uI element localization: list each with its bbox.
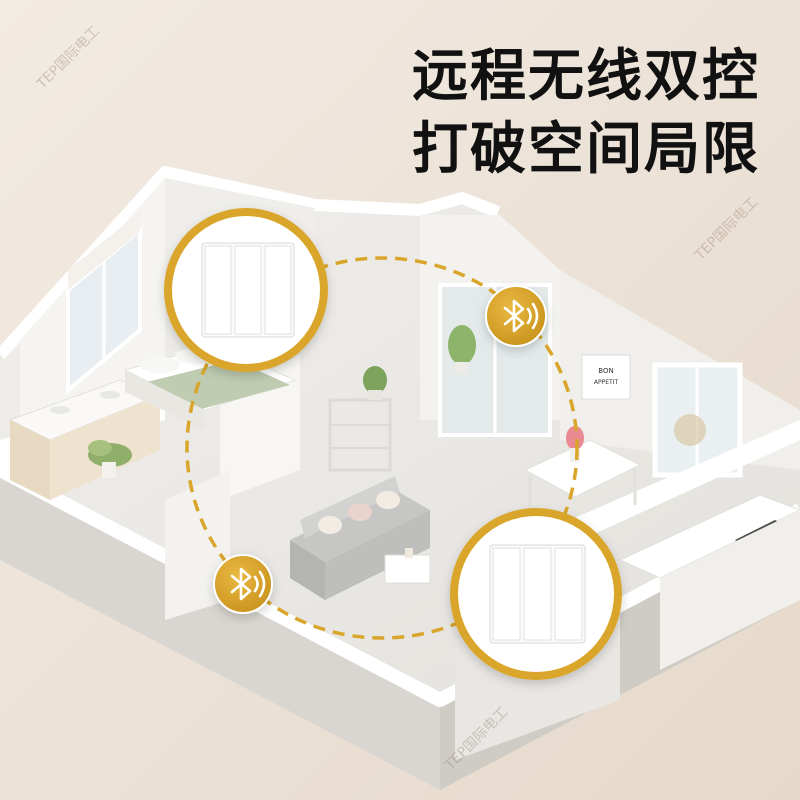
window-dining xyxy=(652,362,743,478)
window-bedroom xyxy=(66,212,142,395)
three-gang-switch-icon xyxy=(201,242,295,338)
plant-bathroom xyxy=(88,440,132,478)
bed xyxy=(123,344,297,430)
plant-door xyxy=(448,325,476,374)
kitchen-counter xyxy=(618,494,800,670)
wall-sign xyxy=(581,354,631,400)
plant-shelf xyxy=(363,366,387,400)
outer-wall-south xyxy=(0,470,440,790)
switch-badge-1 xyxy=(164,208,328,372)
three-gang-switch-icon xyxy=(489,544,586,644)
bluetooth-badge-top xyxy=(485,285,547,347)
headline-line-2: 打破空间局限 xyxy=(412,117,760,182)
coffee-table xyxy=(384,548,431,584)
bluetooth-badge-bottom xyxy=(213,554,273,614)
connection-path xyxy=(185,256,579,640)
shelf-unit xyxy=(328,398,392,472)
wall-sign-line2: APPETIT xyxy=(594,379,619,386)
sofa xyxy=(290,476,430,600)
bluetooth-icon xyxy=(230,567,266,601)
partition-kitchen xyxy=(570,420,800,545)
headline-line-1: 远程无线双控 xyxy=(412,44,760,109)
wall-top-back xyxy=(0,166,501,360)
switch-badge-2 xyxy=(450,508,622,680)
bluetooth-icon xyxy=(503,299,539,333)
wall-sign-line1: BON xyxy=(598,367,613,375)
